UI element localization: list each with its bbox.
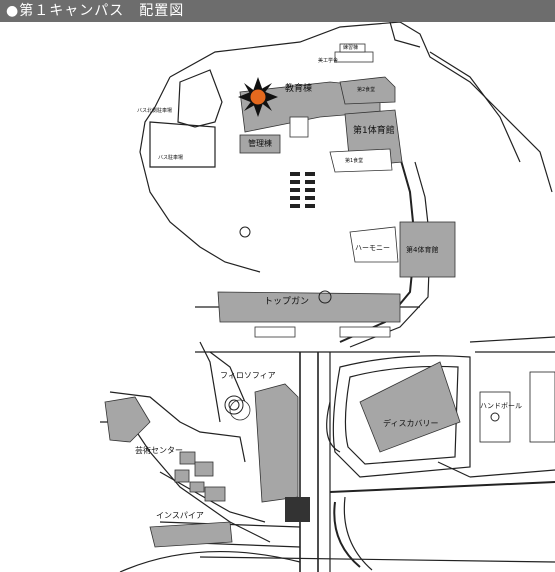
stairs-pattern: [285, 172, 315, 522]
label-dai4taiikukan: 第4体育館: [406, 246, 439, 254]
label-dai2shokudo: 第2食堂: [357, 87, 376, 93]
label-dai1taiikukan: 第1体育館: [353, 126, 395, 136]
label-topgun: トップガン: [264, 297, 310, 307]
building-geijutsu-a: [179, 451, 196, 465]
label-geijutsu: 芸術センター: [135, 446, 183, 455]
building-discovery: [359, 361, 461, 453]
label-renshu: 練習棟: [343, 45, 359, 51]
building-dai1shokudo: [329, 148, 393, 173]
building-dai4taiikukan: [399, 221, 456, 278]
building-geijutsu-e: [204, 486, 226, 502]
campus-map: 教育棟 美工学舎 練習棟 第2食堂 第1体育館 管理棟 第1食堂 バス北側駐車場…: [0, 22, 555, 572]
building-harmony: [349, 226, 399, 263]
label-bus-north: バス北側駐車場: [137, 108, 173, 114]
building-bikogakuin: [334, 51, 374, 63]
building-kanri: [239, 134, 281, 154]
label-handball: ハンドボール: [480, 402, 522, 410]
building-geijutsu-main: [104, 396, 151, 443]
label-dai1shokudo: 第1食堂: [345, 158, 364, 164]
label-bikogakuin: 美工学舎: [318, 58, 339, 64]
label-harmony: ハーモニー: [355, 244, 390, 252]
map-circles: [224, 226, 500, 422]
label-kyoiku: 教育棟: [285, 84, 313, 94]
building-geijutsu-b: [194, 461, 214, 477]
sports-field-east: [529, 371, 555, 443]
building-philosophy-rotunda: [229, 399, 251, 421]
page-title: ●第１キャンパス 配置図: [0, 0, 555, 22]
building-annex: [289, 116, 309, 138]
building-geijutsu-d: [189, 481, 205, 493]
label-bus-parking: バス駐車場: [158, 155, 184, 161]
label-discovery: ディスカバリー: [383, 419, 439, 428]
building-renshu: [339, 43, 366, 53]
label-inspire: インスパイア: [156, 511, 204, 520]
building-inspire: [149, 521, 233, 548]
road-outlines: [100, 22, 555, 572]
label-kanri: 管理棟: [248, 139, 272, 148]
handball-field: [479, 391, 511, 443]
building-philosophy: [254, 383, 299, 503]
building-topgun-annex-2: [339, 326, 391, 338]
building-geijutsu-c: [174, 469, 190, 483]
campus-map-drawing: [100, 22, 555, 572]
building-topgun: [217, 291, 401, 323]
buildings: [104, 43, 555, 548]
building-dai2shokudo: [339, 76, 396, 105]
sunburst-marker-icon: [238, 77, 278, 117]
label-philosophy: フィロソフィア: [220, 371, 276, 380]
building-topgun-annex: [254, 326, 296, 338]
